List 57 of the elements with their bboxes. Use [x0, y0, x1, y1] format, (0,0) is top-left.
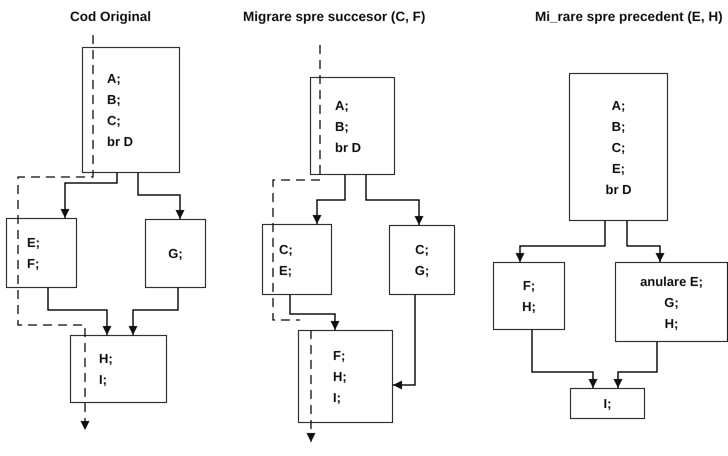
code-statement: G; — [414, 262, 430, 280]
flow-arrow — [128, 288, 179, 335]
code-statement: H; — [522, 298, 536, 316]
column-heading: Migrare spre succesor (C, F) — [243, 8, 426, 26]
code-statement: C; — [279, 240, 293, 258]
code-statement: B; — [612, 118, 626, 136]
code-statement: H; — [99, 350, 113, 368]
flow-arrow — [626, 221, 664, 262]
code-block-box — [570, 388, 645, 419]
code-statement: F; — [333, 347, 346, 365]
flow-arrow — [137, 173, 184, 219]
flow-arrow — [516, 221, 606, 262]
flow-arrow — [289, 295, 340, 330]
flow-arrow — [393, 295, 416, 390]
code-statement: C; — [415, 241, 429, 259]
flow-arrow — [47, 288, 112, 335]
code-statement: E; — [279, 262, 292, 280]
code-statement: G; — [664, 294, 679, 312]
code-statement: anulare E; — [640, 272, 703, 290]
flow-arrow — [365, 175, 424, 225]
flow-arrow — [60, 173, 118, 218]
code-statement: E; — [612, 160, 625, 178]
code-block-box — [70, 335, 167, 403]
code-statement: I; — [99, 371, 107, 389]
code-block-box — [615, 262, 728, 342]
flow-arrow — [614, 342, 658, 388]
flow-arrow — [312, 175, 346, 224]
code-statement: C; — [612, 138, 626, 156]
code-block-box — [389, 225, 455, 295]
column-heading: Cod Original — [70, 8, 152, 26]
code-statement: F; — [27, 255, 40, 273]
code-statement: E; — [27, 234, 40, 252]
code-statement: B; — [107, 91, 121, 109]
code-block-box — [262, 224, 332, 295]
code-statement: H; — [664, 314, 678, 332]
code-block-box — [145, 219, 206, 288]
code-block-box — [82, 47, 180, 173]
code-statement: A; — [107, 70, 121, 88]
code-statement: H; — [333, 368, 347, 386]
code-block-box — [6, 218, 77, 288]
column-heading: Mi_rare spre precedent (E, H) — [535, 8, 724, 26]
flow-arrow — [531, 330, 598, 388]
code-statement: br D — [335, 138, 361, 156]
code-block-box — [569, 73, 668, 221]
code-statement: A; — [612, 96, 626, 114]
code-statement: I; — [333, 389, 341, 407]
code-statement: C; — [107, 112, 121, 130]
code-block-box — [493, 262, 565, 330]
code-statement: F; — [522, 277, 536, 295]
code-statement: G; — [168, 245, 183, 263]
code-statement: br D — [606, 180, 632, 198]
code-statement: A; — [335, 96, 349, 114]
code-statement: I; — [604, 395, 612, 413]
code-block-box — [310, 77, 395, 175]
code-statement: br D — [107, 133, 133, 151]
code-block-box — [298, 330, 393, 423]
code-statement: B; — [335, 118, 349, 136]
